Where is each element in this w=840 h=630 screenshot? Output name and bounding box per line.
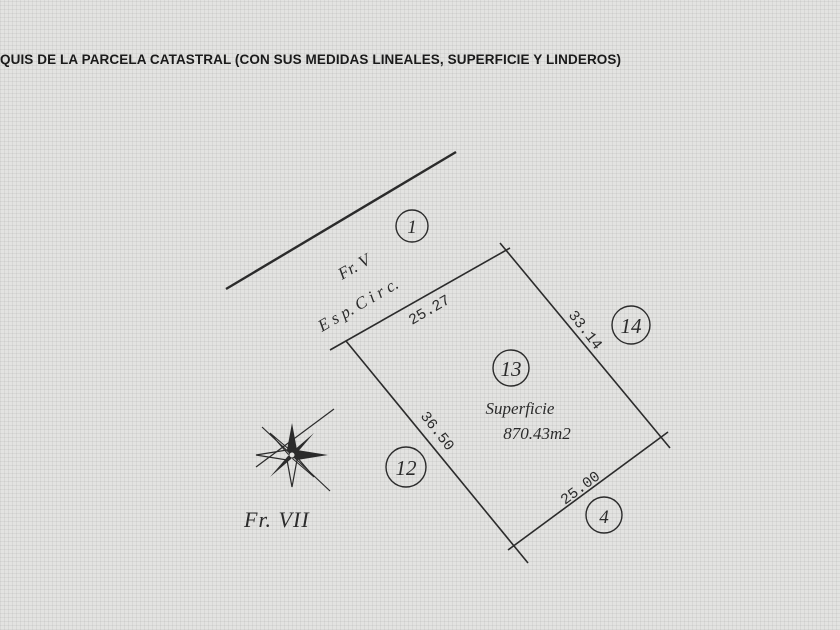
circle-14-label: 14 — [621, 314, 643, 338]
boundary-right — [499, 242, 671, 449]
esp-circ-label: E s p. C i r c. — [314, 274, 402, 336]
surface-value: 870.43m2 — [503, 424, 571, 443]
circle-4 — [585, 496, 623, 534]
boundary-bottom — [507, 431, 669, 551]
boundary-top — [329, 247, 511, 351]
frente-sur-label: Fr. VII — [243, 507, 310, 532]
measure-bottom: 25.00 — [558, 468, 604, 509]
circle-14 — [611, 305, 651, 345]
measure-left: 36.50 — [416, 409, 457, 455]
circle-1-label: 1 — [407, 217, 417, 238]
compass-rose-icon — [255, 408, 335, 492]
frente-norte-label: Fr. V — [334, 249, 376, 284]
measure-right: 33.14 — [564, 308, 605, 354]
circle-12 — [385, 446, 427, 488]
circle-13 — [492, 349, 530, 387]
circle-12-label: 12 — [396, 456, 418, 480]
circle-1 — [395, 209, 429, 243]
surface-label: Superficie — [486, 399, 555, 418]
page-title: QUIS DE LA PARCELA CATASTRAL (CON SUS ME… — [0, 52, 622, 67]
parcel-number: 13 — [501, 357, 522, 381]
measure-top: 25.27 — [406, 292, 453, 329]
boundary-left — [345, 340, 529, 564]
street-line — [225, 150, 457, 291]
circle-4-label: 4 — [599, 507, 609, 528]
